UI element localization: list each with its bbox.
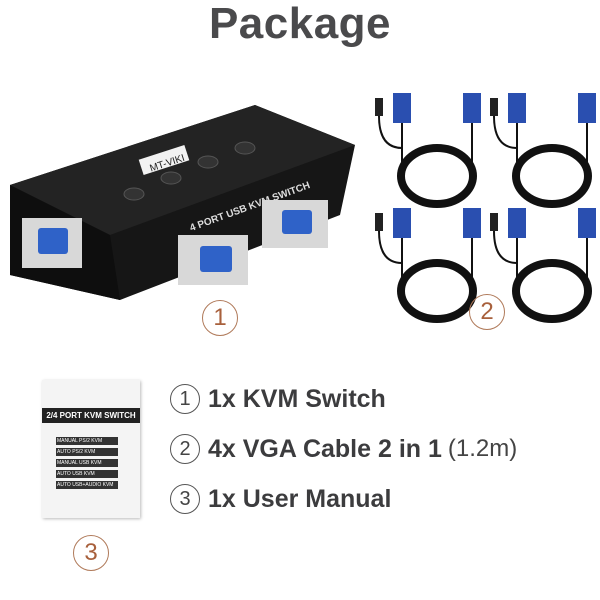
package-item: 2 4x VGA Cable 2 in 1 (1.2m) <box>170 434 517 464</box>
item-text: 1x KVM Switch <box>208 384 386 413</box>
page-title: Package <box>208 0 392 48</box>
package-item: 1 1x KVM Switch <box>170 384 386 414</box>
manual-line: MANUAL PS/2 KVM <box>56 437 118 445</box>
item-length: (1.2m) <box>447 435 518 462</box>
item-number: 3 <box>170 484 200 514</box>
vga-cables-image <box>365 88 600 328</box>
item-text: 4x VGA Cable 2 in 1 <box>208 434 442 463</box>
item-number: 2 <box>170 434 200 464</box>
item-text: 1x User Manual <box>208 484 392 513</box>
vga-cables-badge: 2 <box>469 294 505 330</box>
manual-line: AUTO USB KVM <box>56 470 118 478</box>
package-item: 3 1x User Manual <box>170 484 391 514</box>
user-manual-badge: 3 <box>73 535 109 571</box>
item-number: 1 <box>170 384 200 414</box>
manual-line: AUTO PS/2 KVM <box>56 448 118 456</box>
manual-line: MANUAL USB KVM <box>56 459 118 467</box>
kvm-switch-badge: 1 <box>202 300 238 336</box>
manual-title: 2/4 PORT KVM SWITCH <box>42 408 140 423</box>
kvm-switch-image: MT-VIKI 4 PORT USB KVM SWITCH <box>10 105 355 300</box>
manual-line: AUTO USB+AUDIO KVM <box>56 481 118 489</box>
user-manual-image: 2/4 PORT KVM SWITCH MANUAL PS/2 KVM AUTO… <box>42 380 140 518</box>
